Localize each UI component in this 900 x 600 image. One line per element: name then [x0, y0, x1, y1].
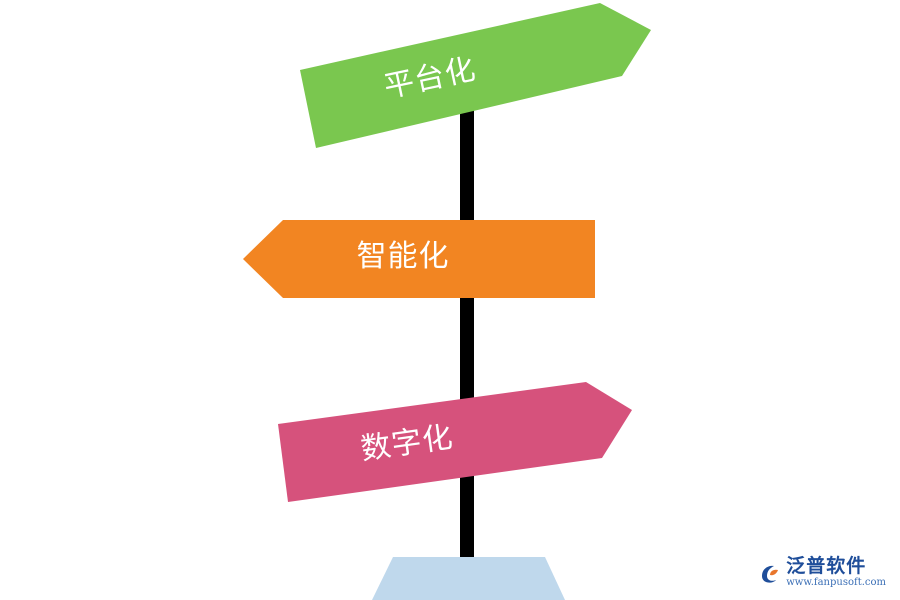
signpost-base [372, 557, 565, 600]
sign-intelligent-arrow [243, 220, 595, 298]
sign-platform: 平台化 [300, 3, 651, 148]
sign-intelligent-label: 智能化 [357, 239, 450, 274]
sign-platform-arrow [300, 3, 651, 148]
sign-digital-arrow [278, 382, 632, 502]
signpost-pole [460, 100, 474, 557]
brand-logo: 泛普软件 www.fanpusoft.com [758, 557, 886, 588]
sign-intelligent: 智能化 [243, 220, 595, 298]
logo-url: www.fanpusoft.com [786, 577, 886, 588]
sign-digital: 数字化 [278, 382, 632, 502]
logo-name: 泛普软件 [786, 555, 867, 577]
fanpu-logo-icon [762, 565, 779, 583]
